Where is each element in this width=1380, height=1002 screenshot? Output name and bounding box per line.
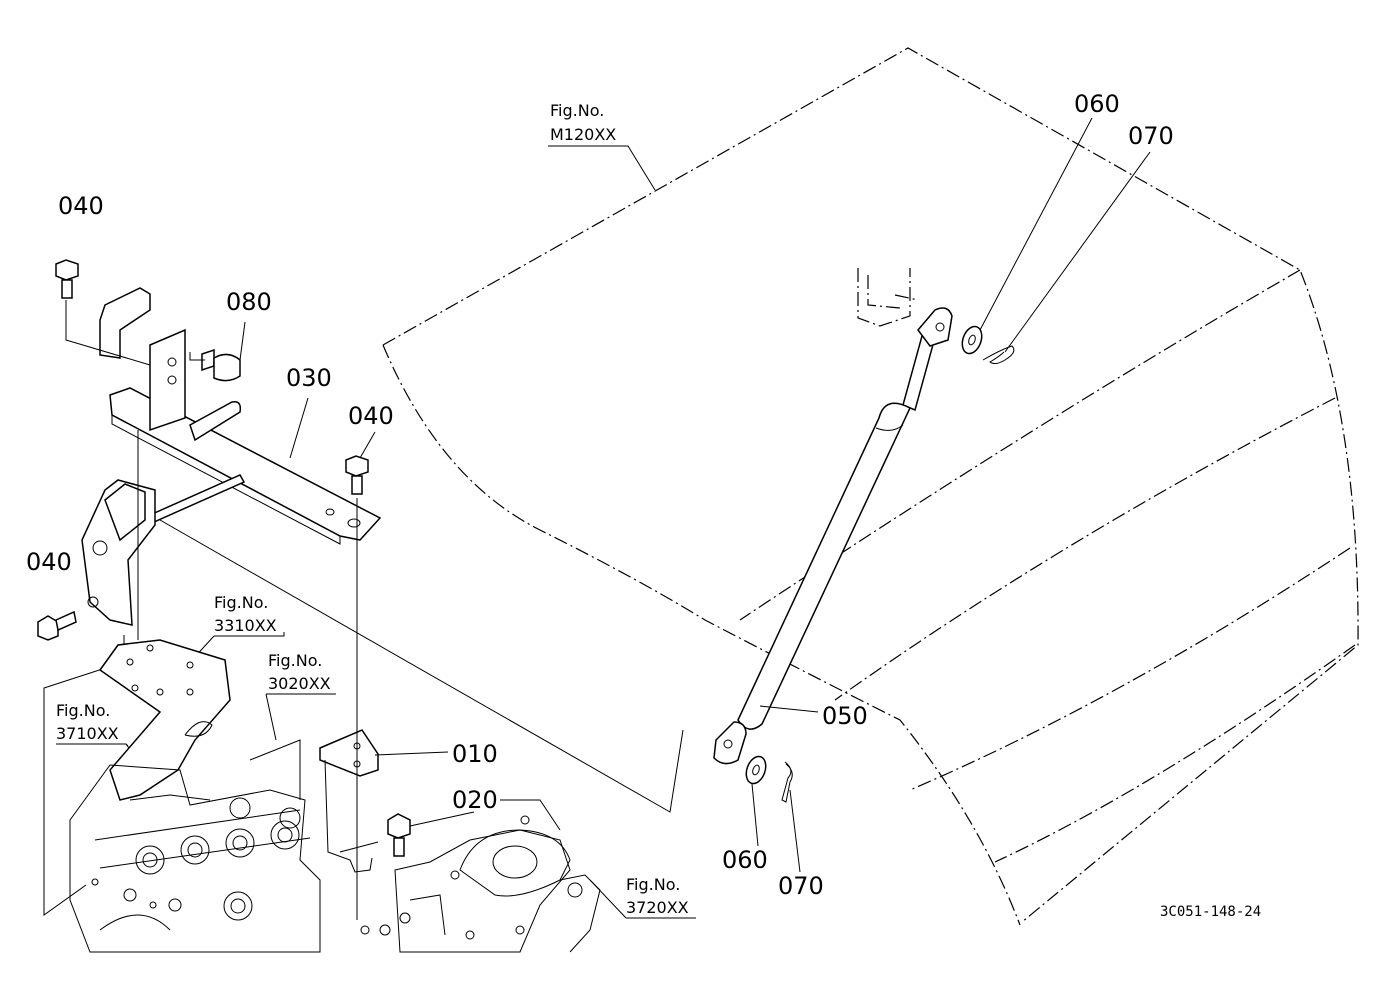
washer-top: [961, 325, 983, 355]
drawing-code: 3C051-148-24: [1160, 904, 1261, 920]
fig-3020-line2: 3020XX: [268, 674, 331, 693]
fig-3710-line1: Fig.No.: [56, 701, 110, 720]
label-050: 050: [822, 702, 868, 730]
engine-block: [69, 639, 601, 953]
lower-bracket: [81, 479, 156, 626]
fig-3310-line2: 3310XX: [214, 616, 277, 635]
part-labels: 040 080 030 040 040 010 020 050 060 070 …: [26, 90, 1174, 900]
washer-bottom: [745, 755, 767, 785]
bolt-080: [201, 348, 241, 382]
label-020: 020: [452, 786, 498, 814]
gas-strut: [713, 307, 953, 765]
fig-3310-line1: Fig.No.: [214, 593, 268, 612]
clip-pin-top: [982, 345, 1015, 365]
label-070-bottom: 070: [778, 872, 824, 900]
fig-m120-line1: Fig.No.: [550, 101, 604, 120]
label-040-mid: 040: [348, 402, 394, 430]
fig-3710-line2: 3710XX: [56, 724, 119, 743]
bolt-040-top: [55, 259, 79, 299]
label-040-left: 040: [26, 548, 72, 576]
bracket-010: [319, 729, 379, 873]
fig-m120-line2: M120XX: [550, 125, 616, 144]
label-060-top: 060: [1074, 90, 1120, 118]
label-010: 010: [452, 740, 498, 768]
fig-3720-line2: 3720XX: [626, 898, 689, 917]
hood-hinge-bracket: [857, 268, 919, 327]
fig-3020-line1: Fig.No.: [268, 651, 322, 670]
figure-references: Fig.No. M120XX Fig.No. 3310XX Fig.No. 30…: [56, 101, 689, 917]
bolt-040-mid: [345, 455, 369, 495]
label-070-top: 070: [1128, 122, 1174, 150]
label-030: 030: [286, 364, 332, 392]
bolt-020: [387, 813, 411, 857]
label-080: 080: [226, 288, 272, 316]
label-060-bottom: 060: [722, 846, 768, 874]
label-040-top: 040: [58, 192, 104, 220]
clip-pin-bottom: [781, 761, 793, 803]
fig-3720-line1: Fig.No.: [626, 875, 680, 894]
bolt-040-left: [37, 610, 77, 641]
stay-bracket: [99, 287, 382, 545]
